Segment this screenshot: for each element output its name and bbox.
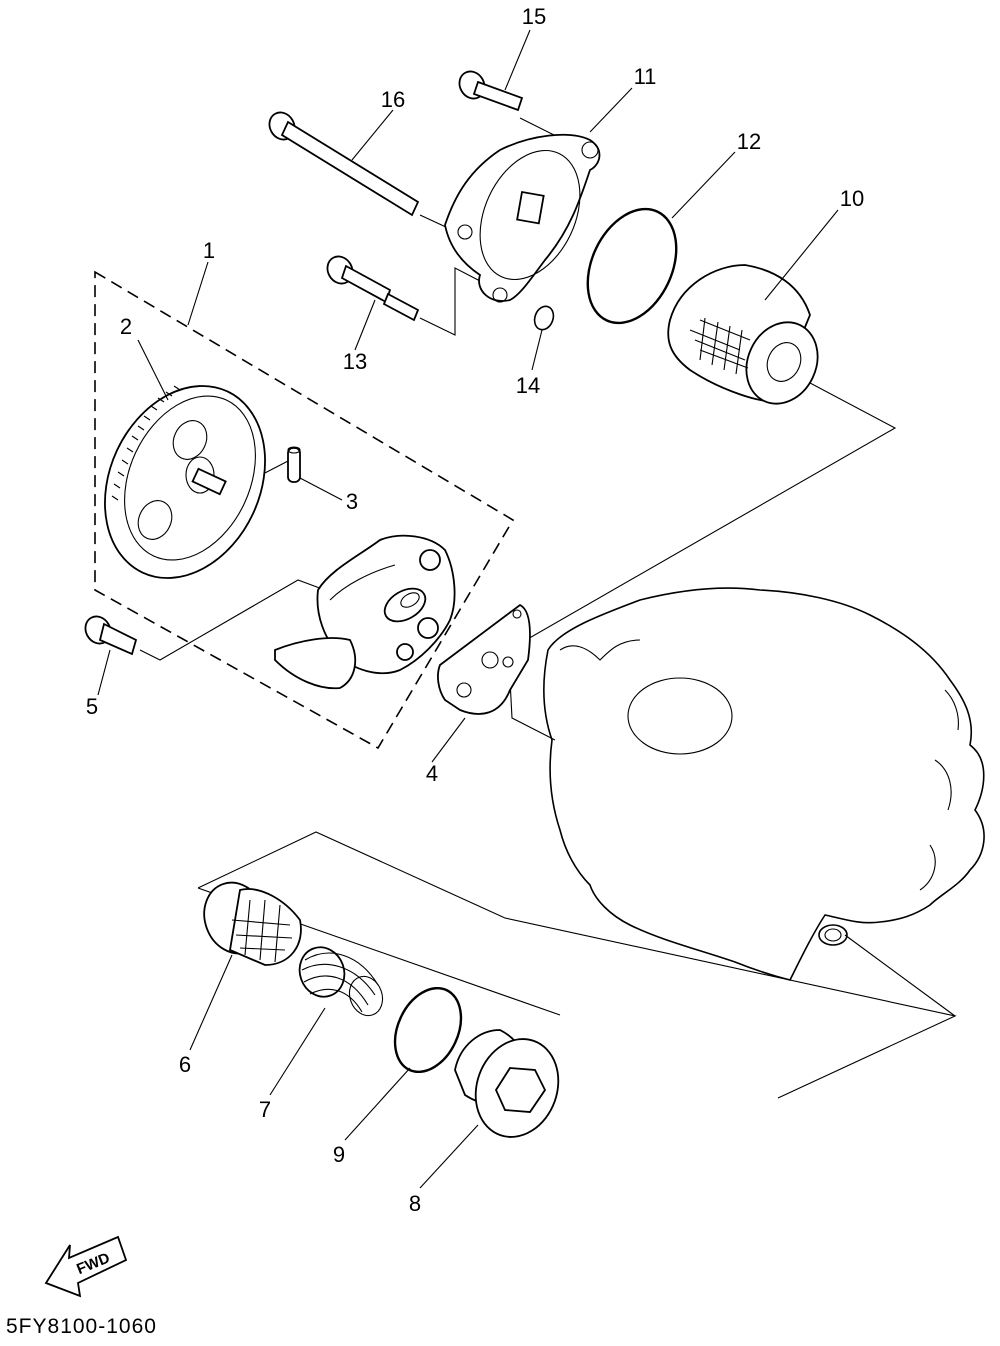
oil-pump-gasket <box>437 603 531 715</box>
oil-filter-element <box>667 264 819 405</box>
dowel-pin <box>287 446 301 483</box>
oil-pump-assembly-boundary <box>94 270 515 750</box>
crankcase-outline <box>543 587 985 981</box>
callout-7: 7 <box>259 1097 271 1122</box>
callout-labels: 1 2 3 4 5 6 7 8 9 10 11 12 13 14 15 16 <box>86 4 864 1216</box>
bolt-short <box>458 70 524 112</box>
callout-11: 11 <box>634 64 657 89</box>
bolt-long <box>268 111 420 217</box>
oil-filter-cover <box>444 133 601 303</box>
drain-plug <box>454 1029 560 1138</box>
forward-direction-arrow: FWD <box>44 1235 128 1298</box>
pan-head-screw <box>84 615 138 656</box>
callout-16: 16 <box>381 87 405 112</box>
callout-3: 3 <box>346 489 358 514</box>
callout-5: 5 <box>86 694 98 719</box>
callout-12: 12 <box>737 129 761 154</box>
callout-10: 10 <box>840 186 864 211</box>
bolt-shoulder <box>326 255 420 322</box>
callout-8: 8 <box>409 1191 421 1216</box>
compression-spring <box>298 946 384 1017</box>
oil-pump-body <box>274 534 456 690</box>
callout-6: 6 <box>179 1052 191 1077</box>
callout-leaders <box>97 29 839 1189</box>
o-ring-small <box>533 305 555 331</box>
drawing-code: 5FY8100-1060 <box>6 1315 157 1338</box>
o-ring-large <box>586 207 678 325</box>
o-ring-plug <box>393 986 463 1074</box>
oil-strainer <box>203 881 302 966</box>
callout-14: 14 <box>516 373 540 398</box>
callout-1: 1 <box>203 238 215 263</box>
callout-4: 4 <box>426 761 438 786</box>
callout-15: 15 <box>522 4 546 29</box>
oil-pump-driven-gear <box>104 385 266 579</box>
callout-9: 9 <box>333 1142 345 1167</box>
callout-13: 13 <box>343 349 367 374</box>
callout-2: 2 <box>120 314 132 339</box>
